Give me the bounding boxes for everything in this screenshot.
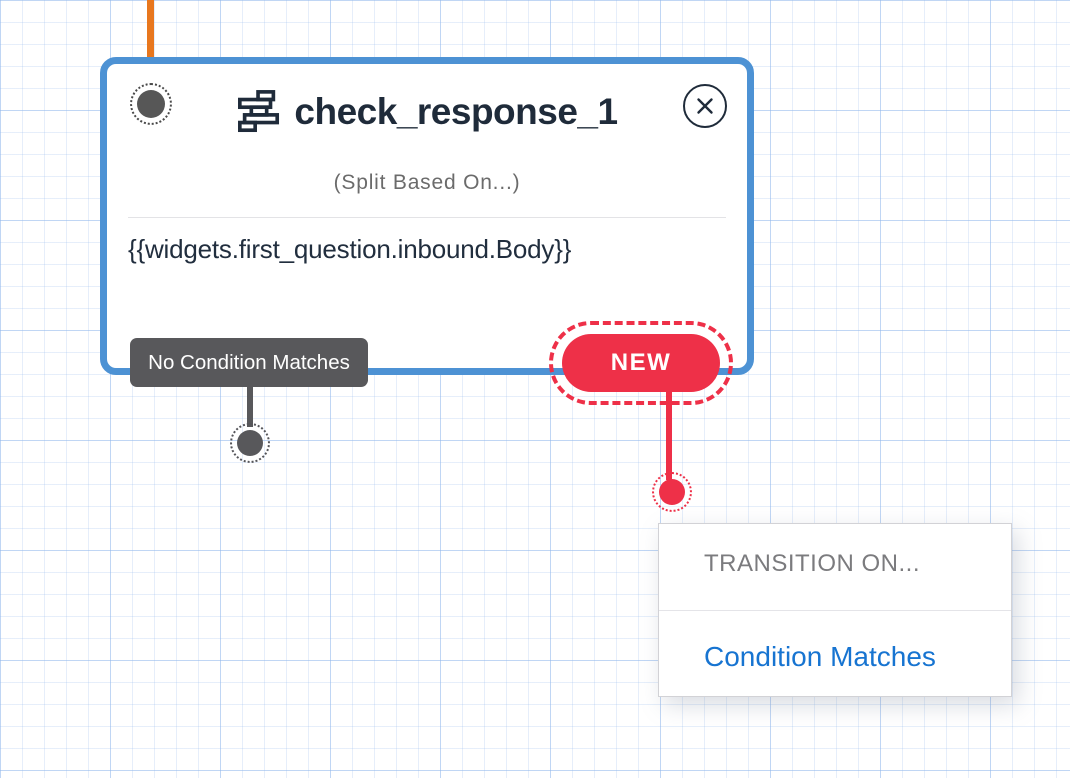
output-port-dot (659, 479, 685, 505)
split-icon (236, 89, 282, 135)
new-transition-outline (549, 321, 733, 405)
transition-label-no-condition-matches: No Condition Matches (130, 338, 368, 387)
transition-menu: TRANSITION ON... Condition Matches (658, 523, 1012, 697)
widget-variable-text: {{widgets.first_question.inbound.Body}} (128, 234, 572, 264)
new-transition-button[interactable]: NEW (562, 334, 720, 392)
widget-input-port[interactable] (130, 83, 172, 125)
no-condition-connector (247, 385, 253, 427)
widget-title-row: check_response_1 (107, 82, 747, 142)
new-transition-port[interactable] (652, 472, 692, 512)
incoming-connector (147, 0, 154, 62)
output-port-dot (237, 430, 263, 456)
transition-menu-header: TRANSITION ON... (704, 550, 921, 577)
new-transition-connector (666, 392, 672, 480)
transition-port-no-condition-matches[interactable] (230, 423, 270, 463)
close-button[interactable] (683, 84, 727, 128)
transition-menu-divider (659, 610, 1011, 611)
widget-type-label: (Split Based On...) (333, 171, 521, 194)
widget-title: check_response_1 (294, 91, 618, 132)
input-port-dot (137, 90, 165, 118)
menu-item-condition-matches[interactable]: Condition Matches (704, 641, 936, 672)
widget-divider (128, 217, 726, 218)
close-icon (694, 95, 716, 117)
